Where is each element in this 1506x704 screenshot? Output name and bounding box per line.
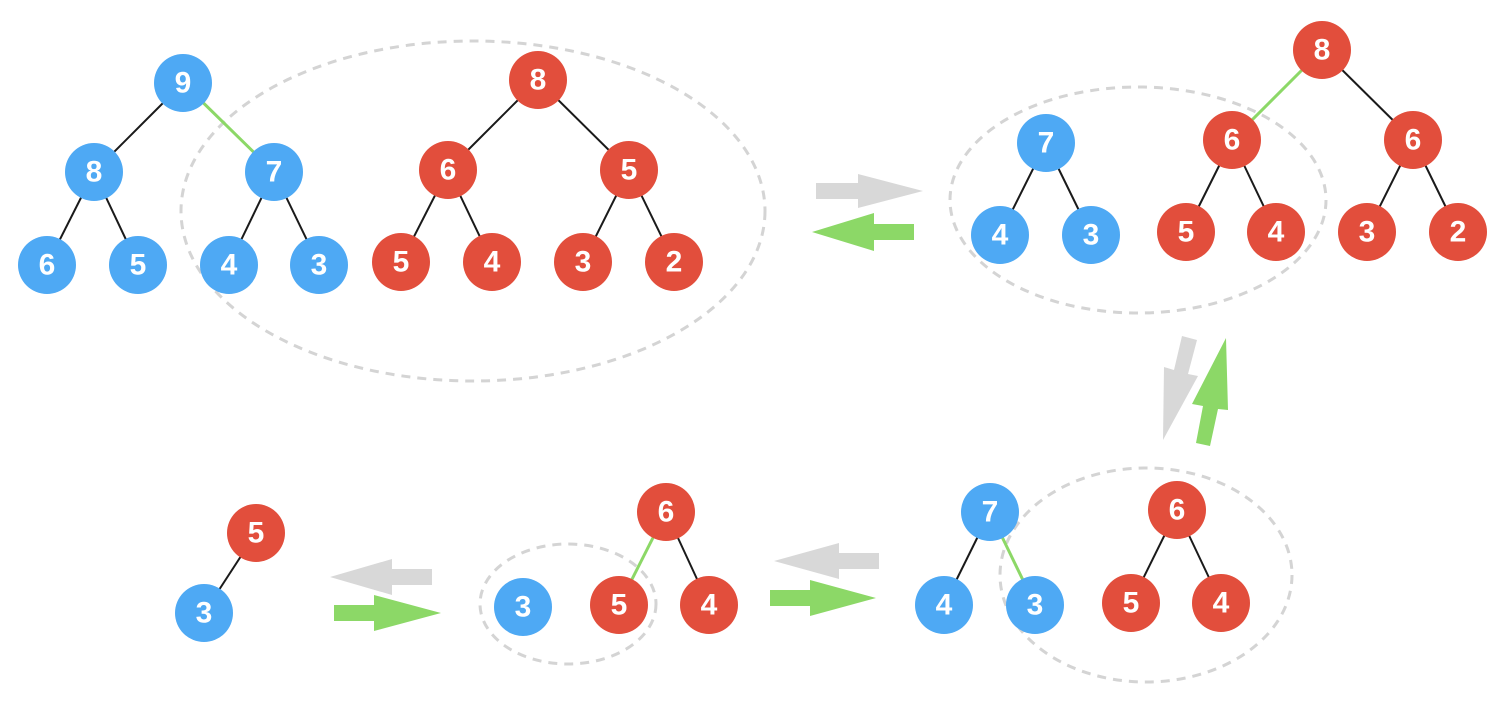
arrow-green-right-mid: [770, 580, 876, 616]
arrow-green-left-top: [812, 213, 914, 251]
node-value: 7: [266, 156, 283, 189]
node-red: 4: [1247, 203, 1305, 261]
stage4-group-outline: [478, 542, 658, 666]
node-value: 8: [86, 156, 103, 189]
node-red: 3: [1338, 203, 1396, 261]
node-value: 5: [621, 154, 638, 187]
stage3-group-outline: [998, 466, 1294, 684]
node-blue: 4: [971, 206, 1029, 264]
stage2-group-outline: [948, 85, 1328, 315]
node-value: 3: [311, 249, 328, 282]
node-red: 8: [509, 51, 567, 109]
transition-arrows: [330, 174, 1228, 631]
arrow-gray-left-low: [330, 559, 432, 595]
node-blue: 7: [961, 483, 1019, 541]
node-value: 5: [611, 589, 628, 622]
tree-nodes: 9 8 7 6 5 4 3 8 6 5 5 4 3 2 8 7 4 3 6 5 …: [18, 21, 1487, 642]
node-value: 5: [130, 249, 147, 282]
arrow-gray-down-right: [1163, 336, 1198, 440]
node-value: 4: [701, 589, 718, 622]
node-value: 3: [1083, 219, 1100, 252]
node-blue: 7: [1017, 114, 1075, 172]
node-value: 4: [936, 589, 953, 622]
node-value: 4: [1268, 216, 1285, 249]
node-red: 5: [372, 233, 430, 291]
node-blue: 5: [109, 236, 167, 294]
stage1-group-outline: [179, 39, 767, 383]
node-red: 5: [1157, 203, 1215, 261]
node-red: 2: [645, 233, 703, 291]
node-value: 2: [666, 246, 683, 279]
arrow-green-up-right: [1192, 338, 1228, 446]
node-red: 2: [1429, 203, 1487, 261]
node-value: 6: [658, 496, 675, 529]
node-blue: 4: [200, 236, 258, 294]
node-value: 3: [196, 597, 213, 630]
node-blue: 3: [494, 578, 552, 636]
node-blue: 8: [65, 143, 123, 201]
node-value: 3: [1359, 216, 1376, 249]
node-red: 4: [463, 233, 521, 291]
node-red: 8: [1293, 21, 1351, 79]
node-red: 4: [680, 576, 738, 634]
arrow-green-right-low: [334, 595, 441, 631]
node-blue: 3: [175, 584, 233, 642]
node-value: 5: [393, 246, 410, 279]
node-blue: 3: [1006, 576, 1064, 634]
dashed-outlines: [179, 39, 1328, 684]
node-value: 4: [992, 219, 1009, 252]
node-red: 6: [1148, 481, 1206, 539]
node-value: 3: [575, 246, 592, 279]
node-value: 2: [1450, 216, 1467, 249]
node-value: 7: [1038, 127, 1055, 160]
node-value: 6: [1405, 124, 1422, 157]
node-value: 8: [530, 64, 547, 97]
node-red: 3: [554, 233, 612, 291]
node-value: 4: [484, 246, 501, 279]
node-blue: 3: [1062, 206, 1120, 264]
node-blue: 7: [245, 143, 303, 201]
node-value: 4: [221, 249, 238, 282]
node-red: 6: [1203, 111, 1261, 169]
node-red: 5: [600, 141, 658, 199]
node-red: 5: [1102, 574, 1160, 632]
node-value: 5: [1123, 587, 1140, 620]
node-value: 6: [1224, 124, 1241, 157]
node-value: 3: [515, 591, 532, 624]
node-red: 6: [1384, 111, 1442, 169]
node-blue: 6: [18, 236, 76, 294]
node-blue: 4: [915, 576, 973, 634]
node-red: 5: [227, 504, 285, 562]
node-value: 6: [1169, 494, 1186, 527]
node-value: 5: [1178, 216, 1195, 249]
arrow-gray-left-mid: [774, 543, 879, 579]
node-value: 8: [1314, 34, 1331, 67]
node-blue: 3: [290, 236, 348, 294]
node-value: 6: [440, 154, 457, 187]
node-value: 5: [248, 517, 265, 550]
node-red: 4: [1192, 574, 1250, 632]
node-value: 9: [175, 67, 192, 100]
node-value: 4: [1213, 587, 1230, 620]
node-red: 6: [637, 483, 695, 541]
node-red: 5: [590, 576, 648, 634]
node-red: 6: [419, 141, 477, 199]
node-blue: 9: [154, 54, 212, 112]
node-value: 3: [1027, 589, 1044, 622]
arrow-gray-right-top: [816, 174, 923, 208]
node-value: 7: [982, 496, 999, 529]
node-value: 6: [39, 249, 56, 282]
